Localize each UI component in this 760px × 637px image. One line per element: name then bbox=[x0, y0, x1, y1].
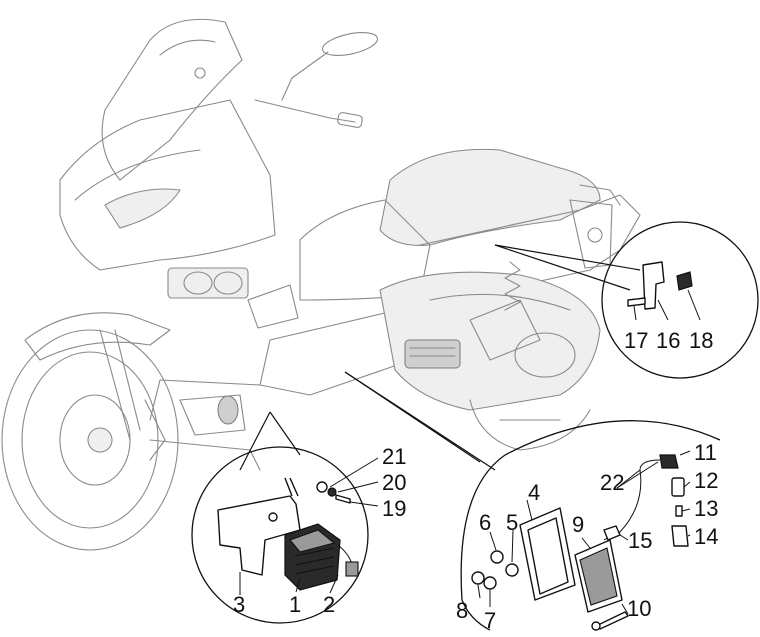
callout-control-unit bbox=[460, 420, 721, 631]
part-label-10: 10 bbox=[627, 596, 651, 621]
part-label-8: 8 bbox=[456, 598, 468, 623]
callout-circle-left bbox=[191, 446, 369, 624]
part-label-17: 17 bbox=[624, 328, 648, 353]
part-label-20: 20 bbox=[382, 470, 406, 495]
callout-regulator-bracket bbox=[191, 446, 379, 624]
callout-arc-right bbox=[504, 420, 721, 456]
part-label-18: 18 bbox=[689, 328, 713, 353]
part-label-6: 6 bbox=[479, 510, 491, 535]
part-label-4: 4 bbox=[528, 480, 540, 505]
nut-20 bbox=[327, 487, 337, 497]
part-numbers: 1 2 3 4 5 6 7 8 9 10 11 12 13 14 15 16 1… bbox=[233, 328, 718, 633]
part-label-7: 7 bbox=[484, 608, 496, 633]
washer-21 bbox=[316, 481, 328, 493]
part-label-15: 15 bbox=[628, 528, 652, 553]
bolt-19 bbox=[335, 494, 351, 504]
part-label-2: 2 bbox=[323, 592, 335, 617]
sensor-bracket bbox=[642, 261, 665, 310]
part-label-19: 19 bbox=[382, 496, 406, 521]
sensor-clip-18 bbox=[676, 271, 693, 291]
washer-8 bbox=[471, 571, 485, 585]
part-label-11: 11 bbox=[694, 440, 717, 465]
spacer-13 bbox=[675, 505, 683, 517]
regulator-bracket bbox=[217, 495, 301, 576]
scooter-outline bbox=[1, 18, 641, 551]
washer-6 bbox=[490, 550, 504, 564]
grommet-14 bbox=[671, 525, 689, 547]
bushing-12 bbox=[671, 477, 685, 497]
bolt-17 bbox=[627, 297, 646, 307]
sensor-15 bbox=[603, 525, 621, 541]
part-label-3: 3 bbox=[233, 592, 245, 617]
part-label-14: 14 bbox=[694, 524, 718, 549]
part-label-21: 21 bbox=[382, 444, 406, 469]
callout-pointers bbox=[239, 244, 641, 471]
part-label-1: 1 bbox=[289, 592, 301, 617]
washer-7 bbox=[483, 576, 497, 590]
part-label-9: 9 bbox=[572, 512, 584, 537]
part-label-5: 5 bbox=[506, 510, 518, 535]
callout-circle-top-right bbox=[601, 221, 759, 379]
part-label-16: 16 bbox=[656, 328, 680, 353]
sensor-11 bbox=[659, 454, 679, 469]
part-label-12: 12 bbox=[694, 468, 718, 493]
bolt-10 bbox=[597, 611, 629, 630]
washer-5 bbox=[505, 563, 519, 577]
part-label-13: 13 bbox=[694, 496, 718, 521]
part-label-22: 22 bbox=[600, 470, 624, 495]
callout-sensor-bracket bbox=[601, 221, 759, 379]
regulator-connector bbox=[345, 561, 359, 577]
